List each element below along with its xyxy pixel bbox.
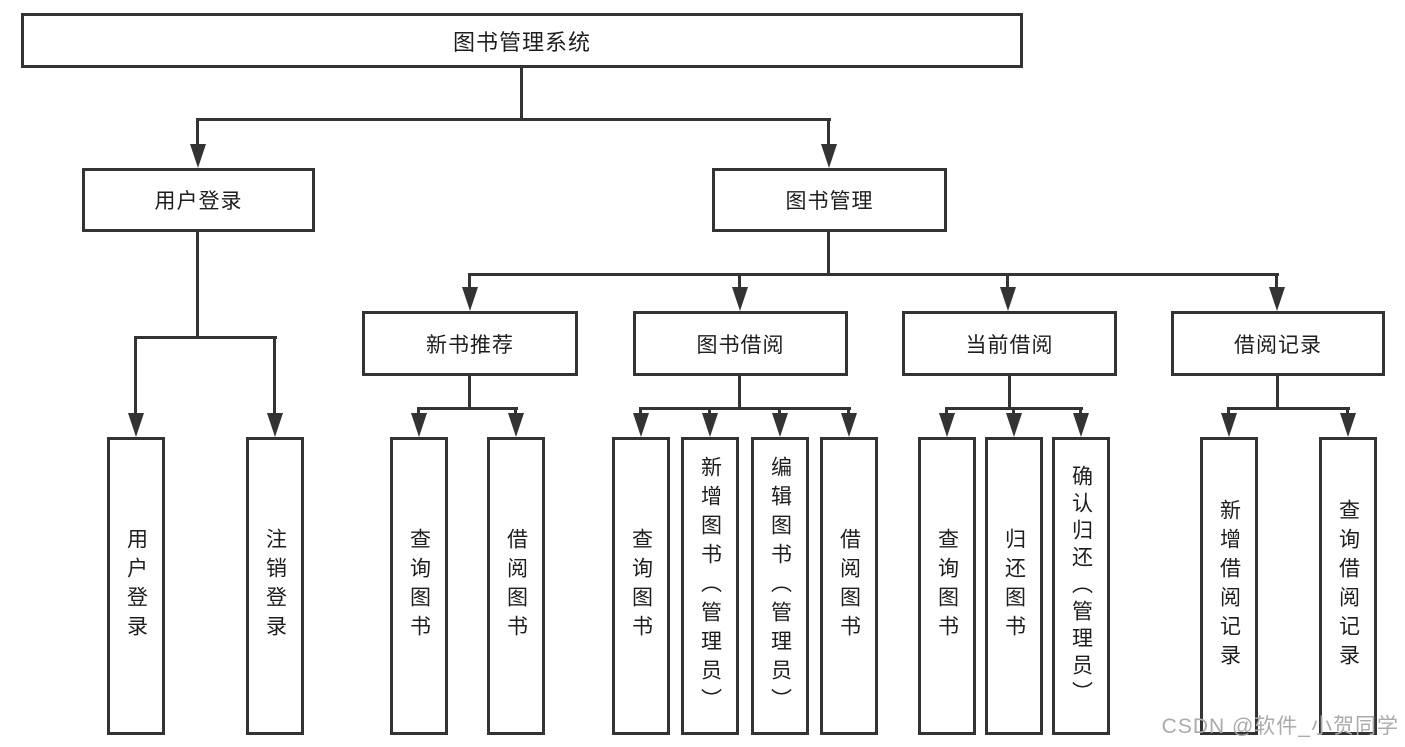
arrow-down-icon — [633, 413, 649, 437]
connector-to-leaf-user-login — [134, 336, 137, 420]
arrow-down-icon — [939, 413, 955, 437]
connector-book-borrow-span — [639, 407, 851, 410]
arrow-down-icon — [128, 413, 144, 437]
node-system-root: 图书管理系统 — [21, 13, 1023, 68]
connector-to-book-borrow — [738, 273, 741, 295]
connector-borrow-records-span — [1227, 407, 1350, 410]
connector-root-stem — [520, 68, 523, 120]
leaf-borrow-edit-books-admin: 编辑图书（管理员） — [751, 437, 809, 735]
connector-current-borrow-stem — [1008, 376, 1011, 410]
arrow-down-icon — [462, 287, 478, 311]
leaf-borrow-query-books: 查询图书 — [612, 437, 670, 735]
node-book-management: 图书管理 — [712, 168, 947, 232]
arrow-down-icon — [190, 144, 206, 168]
watermark: CSDN @软件_小贺同学 — [1161, 715, 1399, 738]
connector-new-book-span — [417, 407, 518, 410]
arrow-down-icon — [1340, 413, 1356, 437]
arrow-down-icon — [1221, 413, 1237, 437]
leaf-current-confirm-return-admin: 确认归还（管理员） — [1052, 437, 1110, 735]
connector-to-new-book-recommend — [468, 273, 471, 295]
connector-level3-span — [468, 273, 1279, 276]
arrow-down-icon — [508, 413, 524, 437]
arrow-down-icon — [702, 413, 718, 437]
leaf-user-login: 用户登录 — [107, 437, 165, 735]
connector-user-login-stem — [196, 232, 199, 339]
node-borrow-records: 借阅记录 — [1171, 311, 1385, 376]
leaf-borrow-add-books-admin: 新增图书（管理员） — [681, 437, 739, 735]
arrow-down-icon — [772, 413, 788, 437]
arrow-down-icon — [821, 144, 837, 168]
connector-to-user-login — [196, 118, 199, 150]
arrow-down-icon — [267, 413, 283, 437]
node-book-borrow: 图书借阅 — [633, 311, 848, 376]
leaf-logout-login: 注销登录 — [246, 437, 304, 735]
connector-new-book-stem — [468, 376, 471, 410]
leaf-current-query-books: 查询图书 — [918, 437, 976, 735]
leaf-current-return-books: 归还图书 — [985, 437, 1043, 735]
leaf-records-add-record: 新增借阅记录 — [1200, 437, 1258, 735]
node-user-login: 用户登录 — [82, 168, 315, 232]
connector-user-login-span — [134, 336, 277, 339]
arrow-down-icon — [732, 287, 748, 311]
connector-book-borrow-stem — [738, 376, 741, 410]
arrow-down-icon — [841, 413, 857, 437]
arrow-down-icon — [1006, 413, 1022, 437]
leaf-newbook-borrow-books: 借阅图书 — [487, 437, 545, 735]
arrow-down-icon — [1000, 287, 1016, 311]
arrow-down-icon — [411, 413, 427, 437]
connector-to-book-management — [827, 118, 830, 150]
node-current-borrow: 当前借阅 — [902, 311, 1117, 376]
connector-book-management-stem — [827, 232, 830, 276]
connector-to-leaf-logout — [273, 336, 276, 420]
leaf-newbook-query-books: 查询图书 — [390, 437, 448, 735]
connector-level2-span — [196, 118, 831, 121]
leaf-borrow-borrow-books: 借阅图书 — [820, 437, 878, 735]
connector-borrow-records-stem — [1276, 376, 1279, 410]
connector-to-borrow-records — [1275, 273, 1278, 295]
leaf-records-query-record: 查询借阅记录 — [1319, 437, 1377, 735]
arrow-down-icon — [1073, 413, 1089, 437]
connector-to-current-borrow — [1006, 273, 1009, 295]
arrow-down-icon — [1269, 287, 1285, 311]
node-new-book-recommend: 新书推荐 — [362, 311, 578, 376]
